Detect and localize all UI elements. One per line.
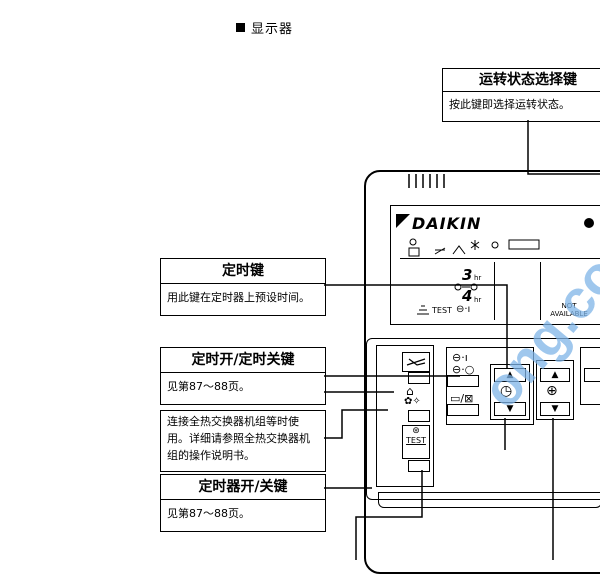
vent-slits-icon <box>408 174 445 188</box>
daikin-logo-mark-icon <box>396 214 410 228</box>
lcd-divider <box>400 258 600 259</box>
callout-timer-desc: 用此键在定时器上预设时间。 <box>167 291 310 304</box>
temperature-up-button[interactable]: ▲ <box>540 368 570 382</box>
timer-reserve-button[interactable] <box>447 404 479 416</box>
bullet-square-icon <box>236 23 245 32</box>
lcd-not-available: NOT AVAILABLE <box>550 302 588 318</box>
lcd-timer-off-icon: ⊖·ı <box>456 304 471 315</box>
section-title-text: 显示器 <box>251 22 294 37</box>
callout-timer-title: 定时键 <box>161 259 325 284</box>
heat-exchanger-button[interactable] <box>408 372 430 384</box>
lcd-display <box>390 205 600 325</box>
test-button-label: TEST <box>406 436 426 445</box>
lcd-digit-top: 3 <box>462 266 473 284</box>
clock-icon: ◷ <box>500 383 513 399</box>
callout-timer-switch-title: 定时器开/关键 <box>161 475 325 500</box>
test-button[interactable] <box>408 460 430 472</box>
timer-reserve-icon: ▭/⊠ <box>450 392 474 405</box>
callout-heat-exchanger: 连接全热交换器机组等时使用。详细请参照全热交换器机组的操作说明书。 <box>160 410 326 472</box>
leader-lines <box>324 120 600 560</box>
test-icon: ⊛ <box>412 426 420 436</box>
callout-status-select-desc: 按此键即选择运转状态。 <box>449 98 570 111</box>
callout-heat-exchanger-desc: 连接全热交换器机组等时使用。详细请参照全热交换器机组的操作说明书。 <box>167 415 310 462</box>
temperature-down-button[interactable]: ▼ <box>540 402 570 416</box>
callout-status-select-title: 运转状态选择键 <box>443 69 600 92</box>
lcd-unit-top: hr <box>474 274 482 282</box>
timer-up-button[interactable]: ▲ <box>494 368 526 382</box>
heat-exchange-icon <box>406 358 426 366</box>
timer-button-group <box>446 347 534 425</box>
filter-sign-icon <box>417 305 429 315</box>
heat-exchanger-icon-button[interactable] <box>402 352 430 372</box>
airflow-icon: ✿✧ <box>404 396 421 407</box>
bottom-cover <box>378 492 600 508</box>
lcd-mode-icons <box>408 238 540 257</box>
callout-timer-switch: 定时器开/关键 见第87～88页。 <box>160 474 326 532</box>
timer-on-off-button[interactable] <box>447 375 479 387</box>
fan-button[interactable] <box>408 410 430 422</box>
button-area <box>366 338 600 500</box>
fan-icon: ⌂ <box>406 384 414 398</box>
lcd-test-label: TEST <box>432 306 452 315</box>
callout-timer: 定时键 用此键在定时器上预设时间。 <box>160 258 326 316</box>
timer-link-icon <box>454 283 478 291</box>
timer-on-off-icon: ⊖·ı⊖·○ <box>452 351 475 376</box>
callout-timer-on-off-title: 定时开/定时关键 <box>161 348 325 373</box>
lcd-divider-v2 <box>540 262 541 320</box>
lcd-divider-v1 <box>494 262 495 320</box>
right-button[interactable] <box>584 368 600 382</box>
lcd-digit-bottom: 4 <box>462 287 473 305</box>
brand-logo: DAIKIN <box>412 214 482 233</box>
callout-timer-on-off-desc: 见第87～88页。 <box>167 380 250 393</box>
thermometer-icon: ⊕ <box>546 383 558 399</box>
left-button-group <box>376 345 434 487</box>
callout-timer-switch-desc: 见第87～88页。 <box>167 507 250 520</box>
lcd-unit-bottom: hr <box>474 296 482 304</box>
section-title: 显示器 <box>236 18 293 37</box>
indicator-dot <box>584 218 594 228</box>
test-button-frame[interactable]: ⊛ TEST <box>402 425 430 459</box>
callout-status-select: 运转状态选择键 按此键即选择运转状态。 <box>442 68 600 122</box>
callout-timer-on-off: 定时开/定时关键 见第87～88页。 <box>160 347 326 405</box>
timer-down-button[interactable]: ▼ <box>494 402 526 416</box>
